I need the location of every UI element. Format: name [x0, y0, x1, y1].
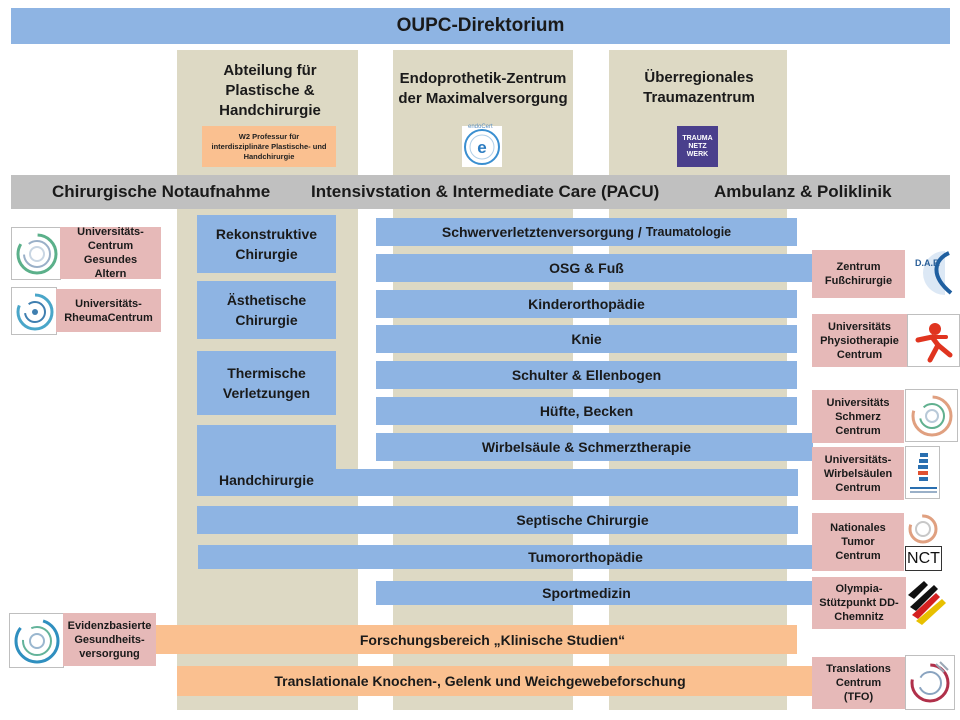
- center-olympia: Olympia-Stützpunkt DD-Chemnitz: [812, 577, 906, 629]
- endocert-logo: e: [462, 126, 502, 167]
- unit-kinderorthopaedie: Kinderorthopädie: [376, 290, 797, 318]
- center-tumor: Nationales Tumor Centrum: [812, 513, 904, 571]
- unit-kinderorthopaedie-label: Kinderorthopädie: [528, 296, 645, 312]
- translations-logo: [905, 655, 955, 710]
- gray-bar-middle: Intensivstation & Intermediate Care (PAC…: [311, 182, 660, 201]
- unit-handchirurgie-upper: [197, 425, 336, 470]
- center-rheumacentrum-label: Universitäts-RheumaCentrum: [64, 297, 153, 324]
- center-schmerz-label: Universitäts Schmerz Centrum: [826, 396, 890, 437]
- unit-rekonstruktive-label: Rekonstruktive Chirurgie: [215, 226, 318, 262]
- nct-logo: NCT: [905, 546, 942, 571]
- column-endo-title: Endoprothetik-Zentrum der Maximalversorg…: [397, 56, 569, 122]
- unit-wirbelsaeule: Wirbelsäule & Schmerztherapie: [376, 433, 813, 461]
- center-wirbelsaeulen-label: Universitäts-Wirbelsäulen Centrum: [823, 453, 893, 494]
- gesundes-altern-logo: [11, 227, 61, 280]
- center-fusschirurgie: Zentrum Fußchirurgie: [812, 250, 905, 298]
- center-gesundes-altern-label: Universitäts-Centrum Gesundes Altern: [77, 226, 144, 280]
- olympia-logo: [906, 577, 946, 629]
- center-physiotherapie-label: Universitäts Physiotherapie Centrum: [820, 320, 899, 361]
- center-rheumacentrum: Universitäts-RheumaCentrum: [56, 289, 161, 332]
- unit-schwerverletzten-sub: Traumatologie: [645, 225, 732, 239]
- center-evidenzbasierte: Evidenzbasierte Gesundheits-versorgung: [63, 613, 156, 666]
- unit-handchirurgie-label: Handchirurgie: [219, 472, 314, 488]
- unit-sportmedizin: Sportmedizin: [376, 581, 813, 605]
- center-wirbelsaeulen: Universitäts-Wirbelsäulen Centrum: [812, 447, 904, 500]
- center-gesundes-altern: Universitäts-Centrum Gesundes Altern: [60, 226, 161, 280]
- top-bar-title: OUPC-Direktorium: [396, 15, 565, 36]
- unit-schwerverletzten: Schwerverletztenversorgung / Traumatolog…: [376, 218, 797, 246]
- rheumacentrum-logo: [11, 287, 57, 335]
- unit-sportmedizin-label: Sportmedizin: [542, 585, 631, 601]
- unit-aesthetische: Ästhetische Chirurgie: [197, 281, 336, 339]
- daf-logo-text: D.A.F.: [915, 258, 941, 268]
- unit-tumororthopaedie: Tumororthopädie: [198, 545, 813, 569]
- daf-logo: [905, 249, 957, 297]
- traumanetzwerk-logo: TRAUMA NETZ WERK: [677, 126, 718, 167]
- center-evidenzbasierte-label: Evidenzbasierte Gesundheits-versorgung: [67, 619, 152, 660]
- center-translations-label: Translations Centrum (TFO): [826, 663, 891, 703]
- unit-osg-fuss-label: OSG & Fuß: [549, 260, 624, 276]
- research-translational: Translationale Knochen-, Gelenk und Weic…: [177, 666, 813, 696]
- unit-huefte-label: Hüfte, Becken: [539, 403, 634, 419]
- endocert-logo-text: endoCert: [468, 124, 493, 130]
- research-klinische-studien-label: Forschungsbereich „Klinische Studien“: [359, 631, 626, 648]
- center-tumor-label: Nationales Tumor Centrum: [830, 522, 886, 562]
- center-schmerz: Universitäts Schmerz Centrum: [812, 390, 904, 443]
- center-physiotherapie: Universitäts Physiotherapie Centrum: [812, 314, 907, 367]
- column-plastic-title-text: Abteilung für Plastische & Handchirurgie: [219, 62, 321, 119]
- unit-aesthetische-label: Ästhetische Chirurgie: [226, 292, 307, 328]
- gray-bar-right: Ambulanz & Poliklinik: [714, 182, 892, 201]
- tumor-logo: [905, 513, 941, 546]
- unit-tumororthopaedie-label: Tumororthopädie: [528, 549, 643, 565]
- plastic-note-text: W2 Professur für interdisziplinäre Plast…: [211, 131, 327, 161]
- traumanetzwerk-logo-text: TRAUMA NETZ WERK: [682, 134, 713, 158]
- nct-logo-text: NCT: [907, 549, 940, 567]
- column-plastic-title: Abteilung für Plastische & Handchirurgie: [192, 58, 348, 124]
- unit-septische: Septische Chirurgie: [197, 506, 798, 534]
- center-olympia-label: Olympia-Stützpunkt DD-Chemnitz: [819, 583, 899, 623]
- unit-handchirurgie-lower: [197, 469, 798, 496]
- unit-osg-fuss: OSG & Fuß: [376, 254, 813, 282]
- physiotherapie-logo: [907, 314, 960, 367]
- column-endo-title-text: Endoprothetik-Zentrum der Maximalversorg…: [398, 70, 568, 107]
- column-trauma-title-text: Überregionales Traumazentrum: [643, 69, 755, 106]
- gray-bar: [11, 175, 950, 209]
- evidenzbasierte-logo: [9, 613, 64, 668]
- unit-huefte: Hüfte, Becken: [376, 397, 797, 425]
- column-trauma-title: Überregionales Traumazentrum: [614, 58, 784, 118]
- research-klinische-studien: Forschungsbereich „Klinische Studien“: [148, 625, 797, 654]
- unit-septische-label: Septische Chirurgie: [516, 512, 649, 528]
- top-bar: OUPC-Direktorium: [11, 8, 950, 44]
- schmerz-logo: [905, 389, 958, 442]
- unit-knie: Knie: [376, 325, 797, 353]
- svg-text:e: e: [477, 138, 486, 157]
- unit-schulter: Schulter & Ellenbogen: [376, 361, 797, 389]
- research-translational-label: Translationale Knochen-, Gelenk und Weic…: [274, 673, 686, 689]
- unit-schwerverletzten-main: Schwerverletztenversorgung /: [441, 224, 646, 240]
- unit-knie-label: Knie: [571, 331, 602, 347]
- unit-schulter-label: Schulter & Ellenbogen: [511, 367, 662, 383]
- center-fusschirurgie-label: Zentrum Fußchirurgie: [824, 261, 893, 287]
- plastic-note-box: W2 Professur für interdisziplinäre Plast…: [202, 126, 336, 167]
- unit-thermische: Thermische Verletzungen: [197, 351, 336, 415]
- wirbelsaeulen-logo: [905, 446, 940, 499]
- unit-rekonstruktive: Rekonstruktive Chirurgie: [197, 215, 336, 273]
- unit-thermische-label: Thermische Verletzungen: [222, 365, 311, 401]
- gray-bar-left: Chirurgische Notaufnahme: [52, 182, 271, 201]
- center-translations: Translations Centrum (TFO): [812, 657, 905, 709]
- unit-wirbelsaeule-label: Wirbelsäule & Schmerztherapie: [481, 439, 692, 455]
